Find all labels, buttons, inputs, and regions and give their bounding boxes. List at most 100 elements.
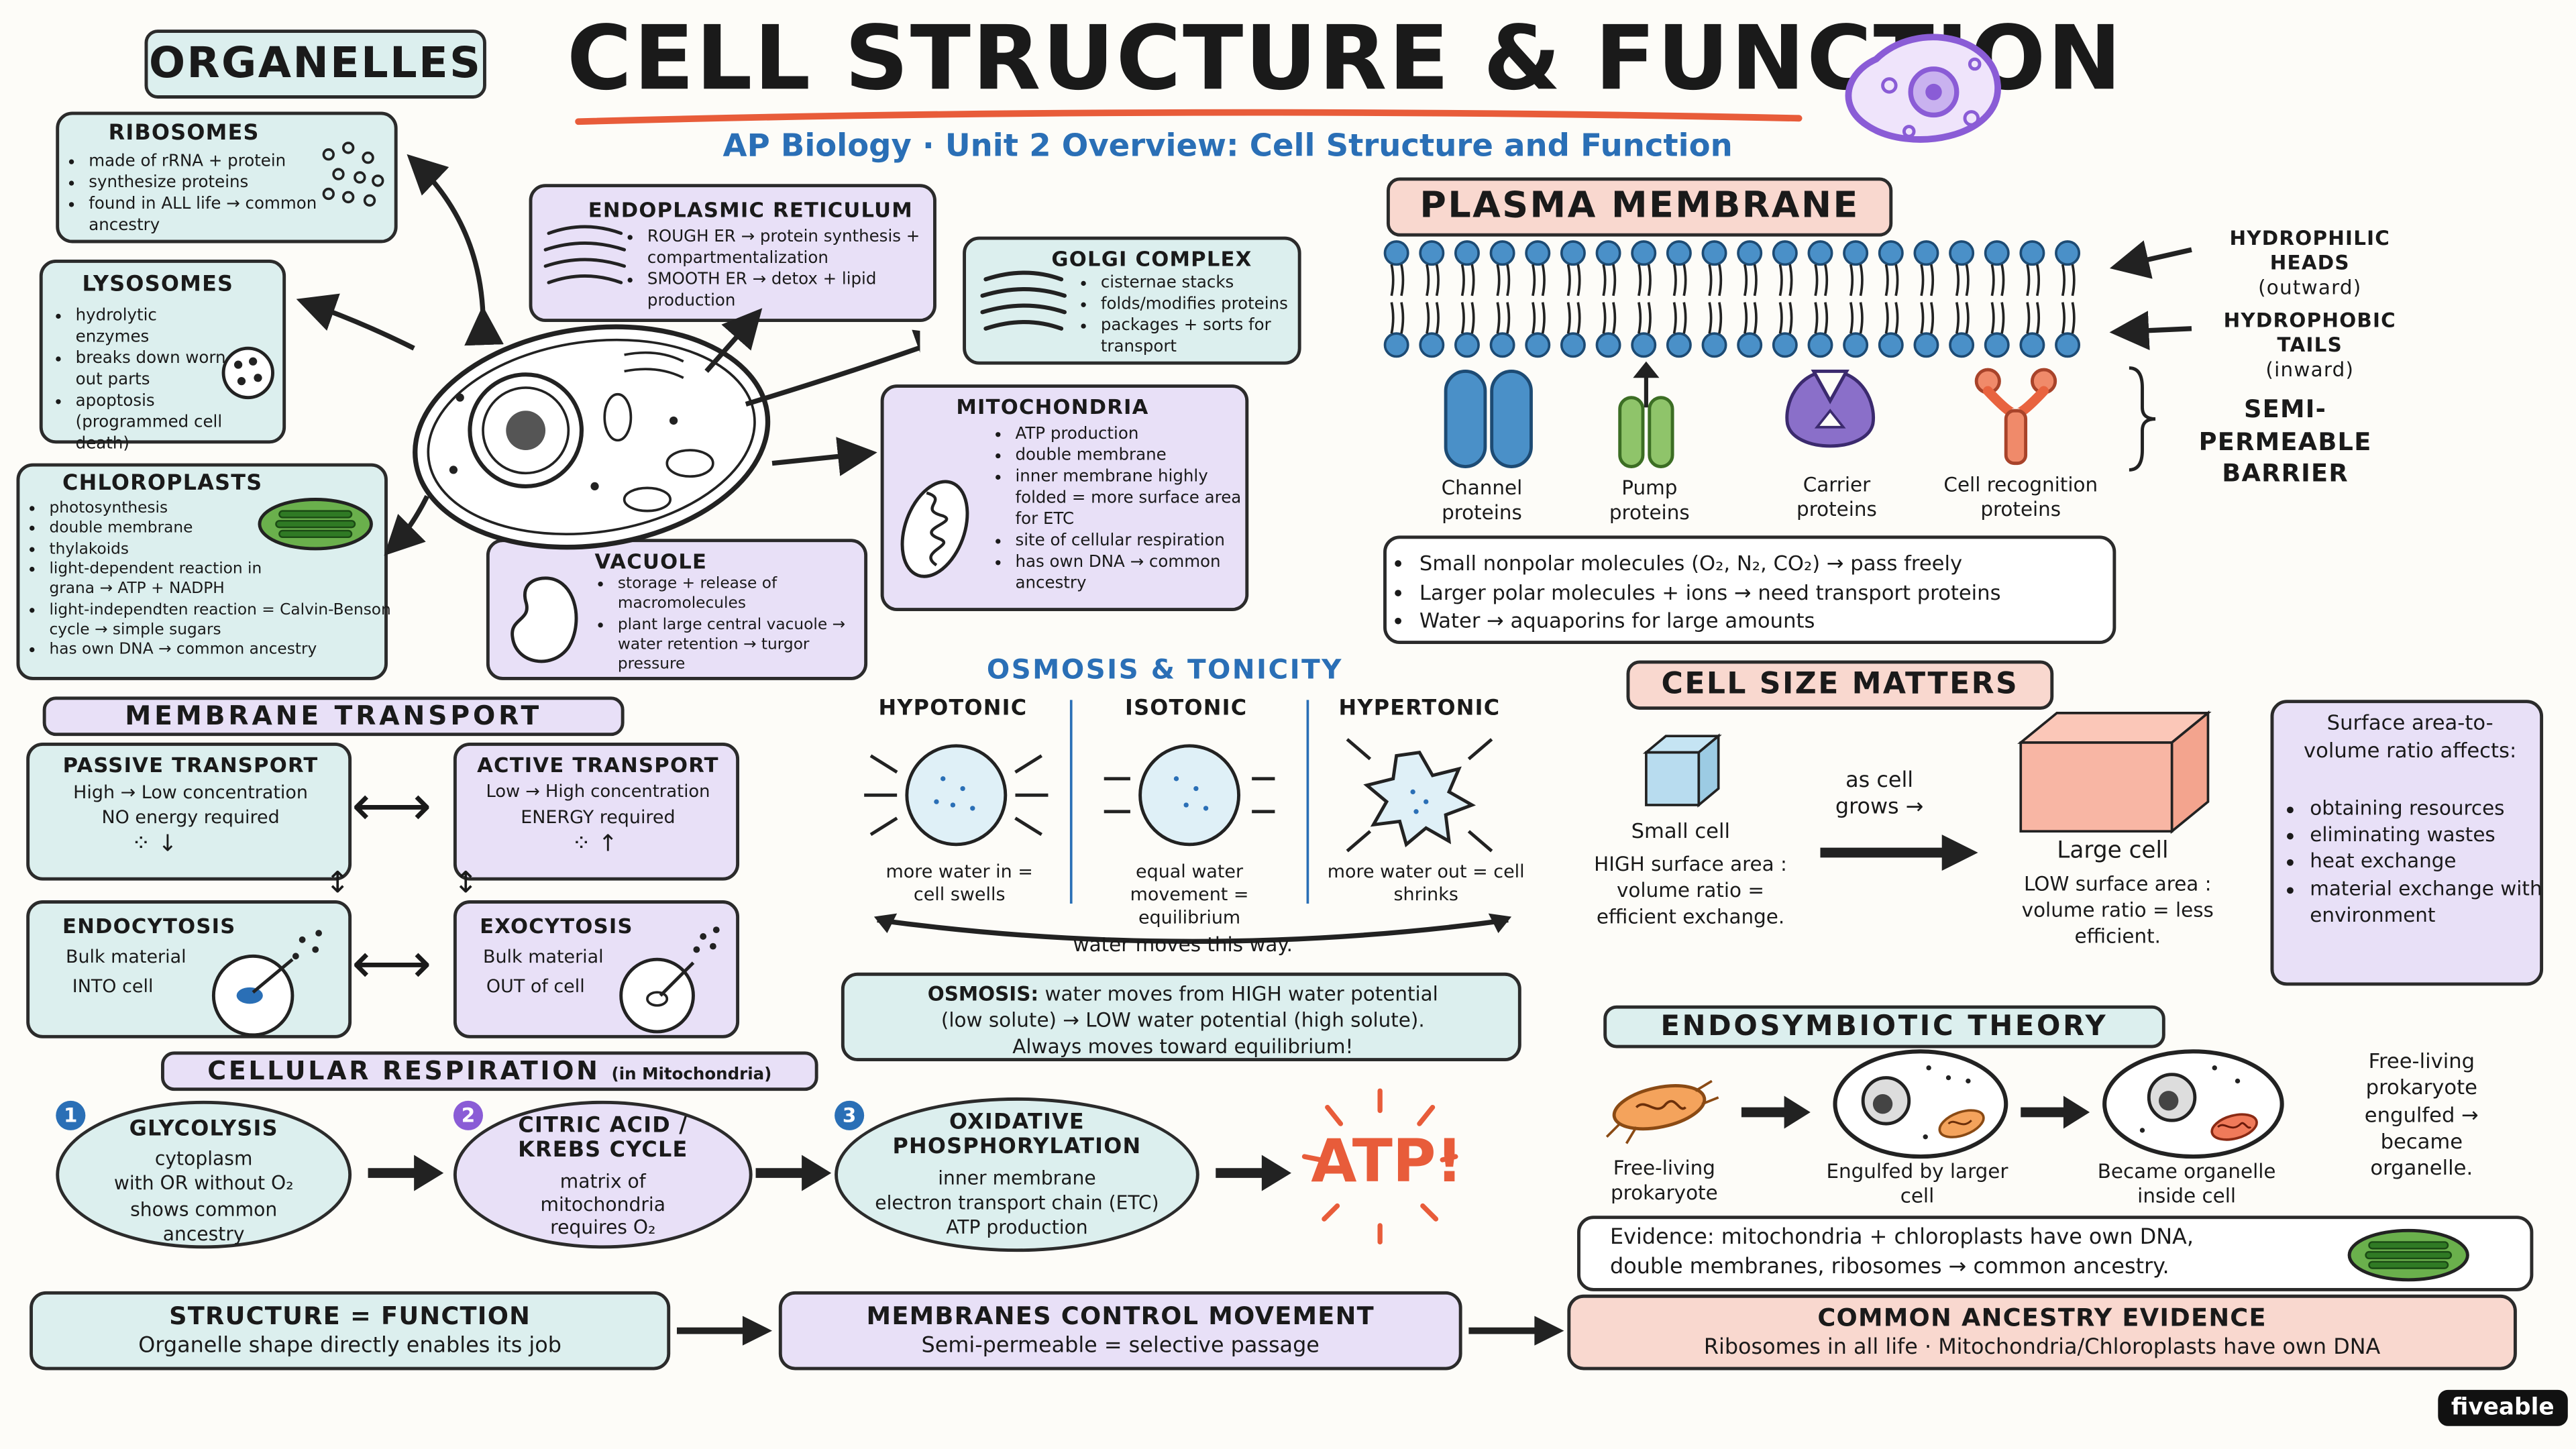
phospholipid-tail [1708,264,1713,297]
summary-2-title: MEMBRANES CONTROL MOVEMENT [866,1301,1375,1331]
endosym-header: ENDOSYMBIOTIC THEORY [1603,1005,2165,1049]
oxphos-title: OXIDATIVE [949,1110,1085,1136]
phospholipid-tail [1576,302,1581,334]
glycolysis-l1: cytoplasm [154,1146,253,1170]
hypertonic-desc: more water out = cell shrinks [1327,861,1525,905]
phospholipid-tail [1602,302,1607,334]
ribosomes-card: RIBOSOMES made of rRNA + protein synthes… [56,111,398,244]
endosym-arrow-1 [1741,1095,1811,1129]
phospholipid-head [1772,240,1798,266]
hypertonic-title: HYPERTONIC [1338,696,1501,722]
phospholipid-head [1984,240,2010,266]
phospholipid-tail [1426,302,1430,334]
phospholipid-tail [1496,302,1501,334]
oxphos-l2: electron transport chain (ETC) [875,1191,1159,1214]
respiration-header-text: CELLULAR RESPIRATION [207,1056,600,1086]
ribosome-dots-icon [322,142,384,207]
active-dots-icon: ⁘ ↑ [572,831,618,858]
phospholipid-head [1878,240,1904,266]
summary-2-sub: Semi-permeable = selective passage [921,1334,1320,1359]
list-item: inner membrane highly folded = more surf… [1015,467,1261,531]
evidence-chloroplast-icon [2347,1228,2469,1282]
glycolysis-l2: with OR without O₂ [113,1171,294,1195]
list-item: packages + sorts for transport [1101,315,1314,358]
organelles-header: ORGANELLES [144,30,486,99]
phospholipid-head [1737,240,1763,266]
list-item: photosynthesis [49,499,397,519]
hypertonic-cell-icon [1346,738,1493,853]
phospholipid-head [1913,240,1939,266]
phospholipid-tail [1566,264,1571,297]
krebs-title: CITRIC ACID / [518,1114,688,1139]
endosym-step-3: Became organelle inside cell [2097,1159,2276,1208]
phospholipid-tail [1460,264,1465,297]
list-item: Small nonpolar molecules (O₂, N₂, CO₂) →… [1419,549,2126,578]
small-cell-label: Small cell [1631,818,1731,843]
phospholipid-tail [1814,302,1819,334]
phospholipid-tail [1849,302,1854,334]
exo-l2: OUT of cell [486,975,585,998]
list-item: Larger polar molecules + ions → need tra… [1419,578,2126,606]
golgi-icon [980,270,1067,331]
cellsize-header: CELL SIZE MATTERS [1626,660,2054,710]
protein-label-carrier: Carrier proteins [1796,473,1877,521]
phospholipid-tail [1718,302,1723,334]
phospholipid-tail [1778,264,1783,297]
list-item: cisternae stacks [1101,273,1314,294]
phospholipid-tail [1753,264,1758,297]
phospholipid-head [1701,332,1727,358]
barrier-brace [2129,366,2156,472]
list-item: light-independten reaction = Calvin-Bens… [49,601,397,641]
krebs-title2: KREBS CYCLE [518,1138,688,1163]
osmosis-def-2: (low solute) → LOW water potential (high… [941,1009,1425,1032]
list-item: synthesize proteins [89,172,335,194]
cell-logo-icon [1845,34,2001,143]
phospholipid-head [1737,332,1763,358]
subtitle: AP Biology · Unit 2 Overview: Cell Struc… [722,128,1733,164]
phospholipid-head [1595,332,1621,358]
list-item: eliminating wastes [2310,822,2556,849]
golgi-card: GOLGI COMPLEX cisternae stacks folds/mod… [963,236,1301,365]
phospholipid-tail [1930,264,1935,297]
phospholipid-tail [2035,264,2041,297]
phospholipid-head [1666,240,1692,266]
exocytosis-icon [619,926,720,1034]
phospholipid-head [2055,332,2081,358]
osmosis-def-bold: OSMOSIS: [927,982,1039,1006]
evidence-text: Evidence: mitochondria + chloroplasts ha… [1610,1224,2349,1282]
glycolysis-l4: ancestry [162,1222,245,1246]
heads-text: HYDROPHILIC HEADS [2229,226,2391,274]
atp-label: ATP! [1311,1128,1463,1196]
list-item: plant large central vacuole → water rete… [618,616,881,677]
phospholipid-tail [1849,264,1854,297]
phospholipid-head [1807,240,1833,266]
phospholipid-tail [1638,302,1642,334]
er-title: ENDOPLASMIC RETICULUM [588,197,913,222]
phospholipid-tail [2035,302,2041,334]
barrier-text-1: SEMI-PERMEABLE [2198,394,2372,456]
phospholipid-head [1631,240,1657,266]
phospholipid-head [1843,240,1869,266]
phospholipid-tail [1955,302,1960,334]
er-icon [543,225,627,284]
passive-active-double-arrow: ⟷ [352,773,432,840]
step-arrow-1 [368,1155,444,1191]
endosym-arrow-2 [2021,1095,2090,1129]
ratio-title: Surface area-to-volume ratio affects: [2304,709,2517,763]
phospholipid-tail [1859,264,1864,297]
isotonic-desc: equal water movement = equilibrium [1130,861,1249,928]
tonicity-dividers [1069,700,1309,904]
ribosomes-title: RIBOSOMES [108,121,260,146]
summary-membranes: MEMBRANES CONTROL MOVEMENT Semi-permeabl… [778,1291,1462,1371]
summary-3-title: COMMON ANCESTRY EVIDENCE [1817,1303,2267,1333]
phospholipid-head [1454,240,1480,266]
list-item: folds/modifies proteins [1101,294,1314,315]
ratio-list: obtaining resources eliminating wastes h… [2290,795,2557,928]
summary-common-ancestry: COMMON ANCESTRY EVIDENCE Ribosomes in al… [1567,1294,2517,1371]
oxphos-l3: ATP production [946,1216,1088,1239]
phospholipid-tail [1576,264,1581,297]
small-cube-icon [1642,733,1722,808]
phospholipid-tail [1788,264,1793,297]
er-card: ENDOPLASMIC RETICULUM ROUGH ER → protein… [529,184,936,323]
endo-l2: INTO cell [72,975,154,998]
